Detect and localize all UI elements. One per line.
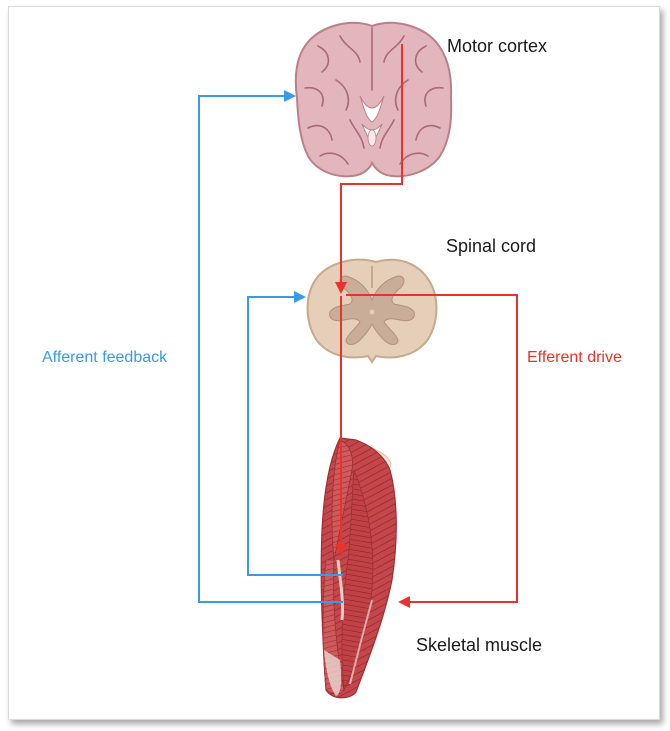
motor-cortex-label: Motor cortex: [447, 37, 547, 55]
spinal-cord-label: Spinal cord: [446, 237, 536, 255]
brain-icon: [296, 23, 451, 176]
afferent-feedback-pathway: [199, 96, 343, 602]
skeletal-muscle-label: Skeletal muscle: [416, 636, 542, 654]
efferent-arrow-into-muscle: [398, 596, 410, 608]
afferent-feedback-label: Afferent feedback: [42, 350, 167, 366]
spinal-cord-icon: [308, 260, 437, 362]
skeletal-muscle-icon: [321, 438, 396, 698]
afferent-arrow-to-cortex: [284, 90, 296, 102]
efferent-drive-label: Efferent drive: [527, 350, 622, 366]
afferent-arrow-to-spinal-cord: [294, 291, 306, 303]
